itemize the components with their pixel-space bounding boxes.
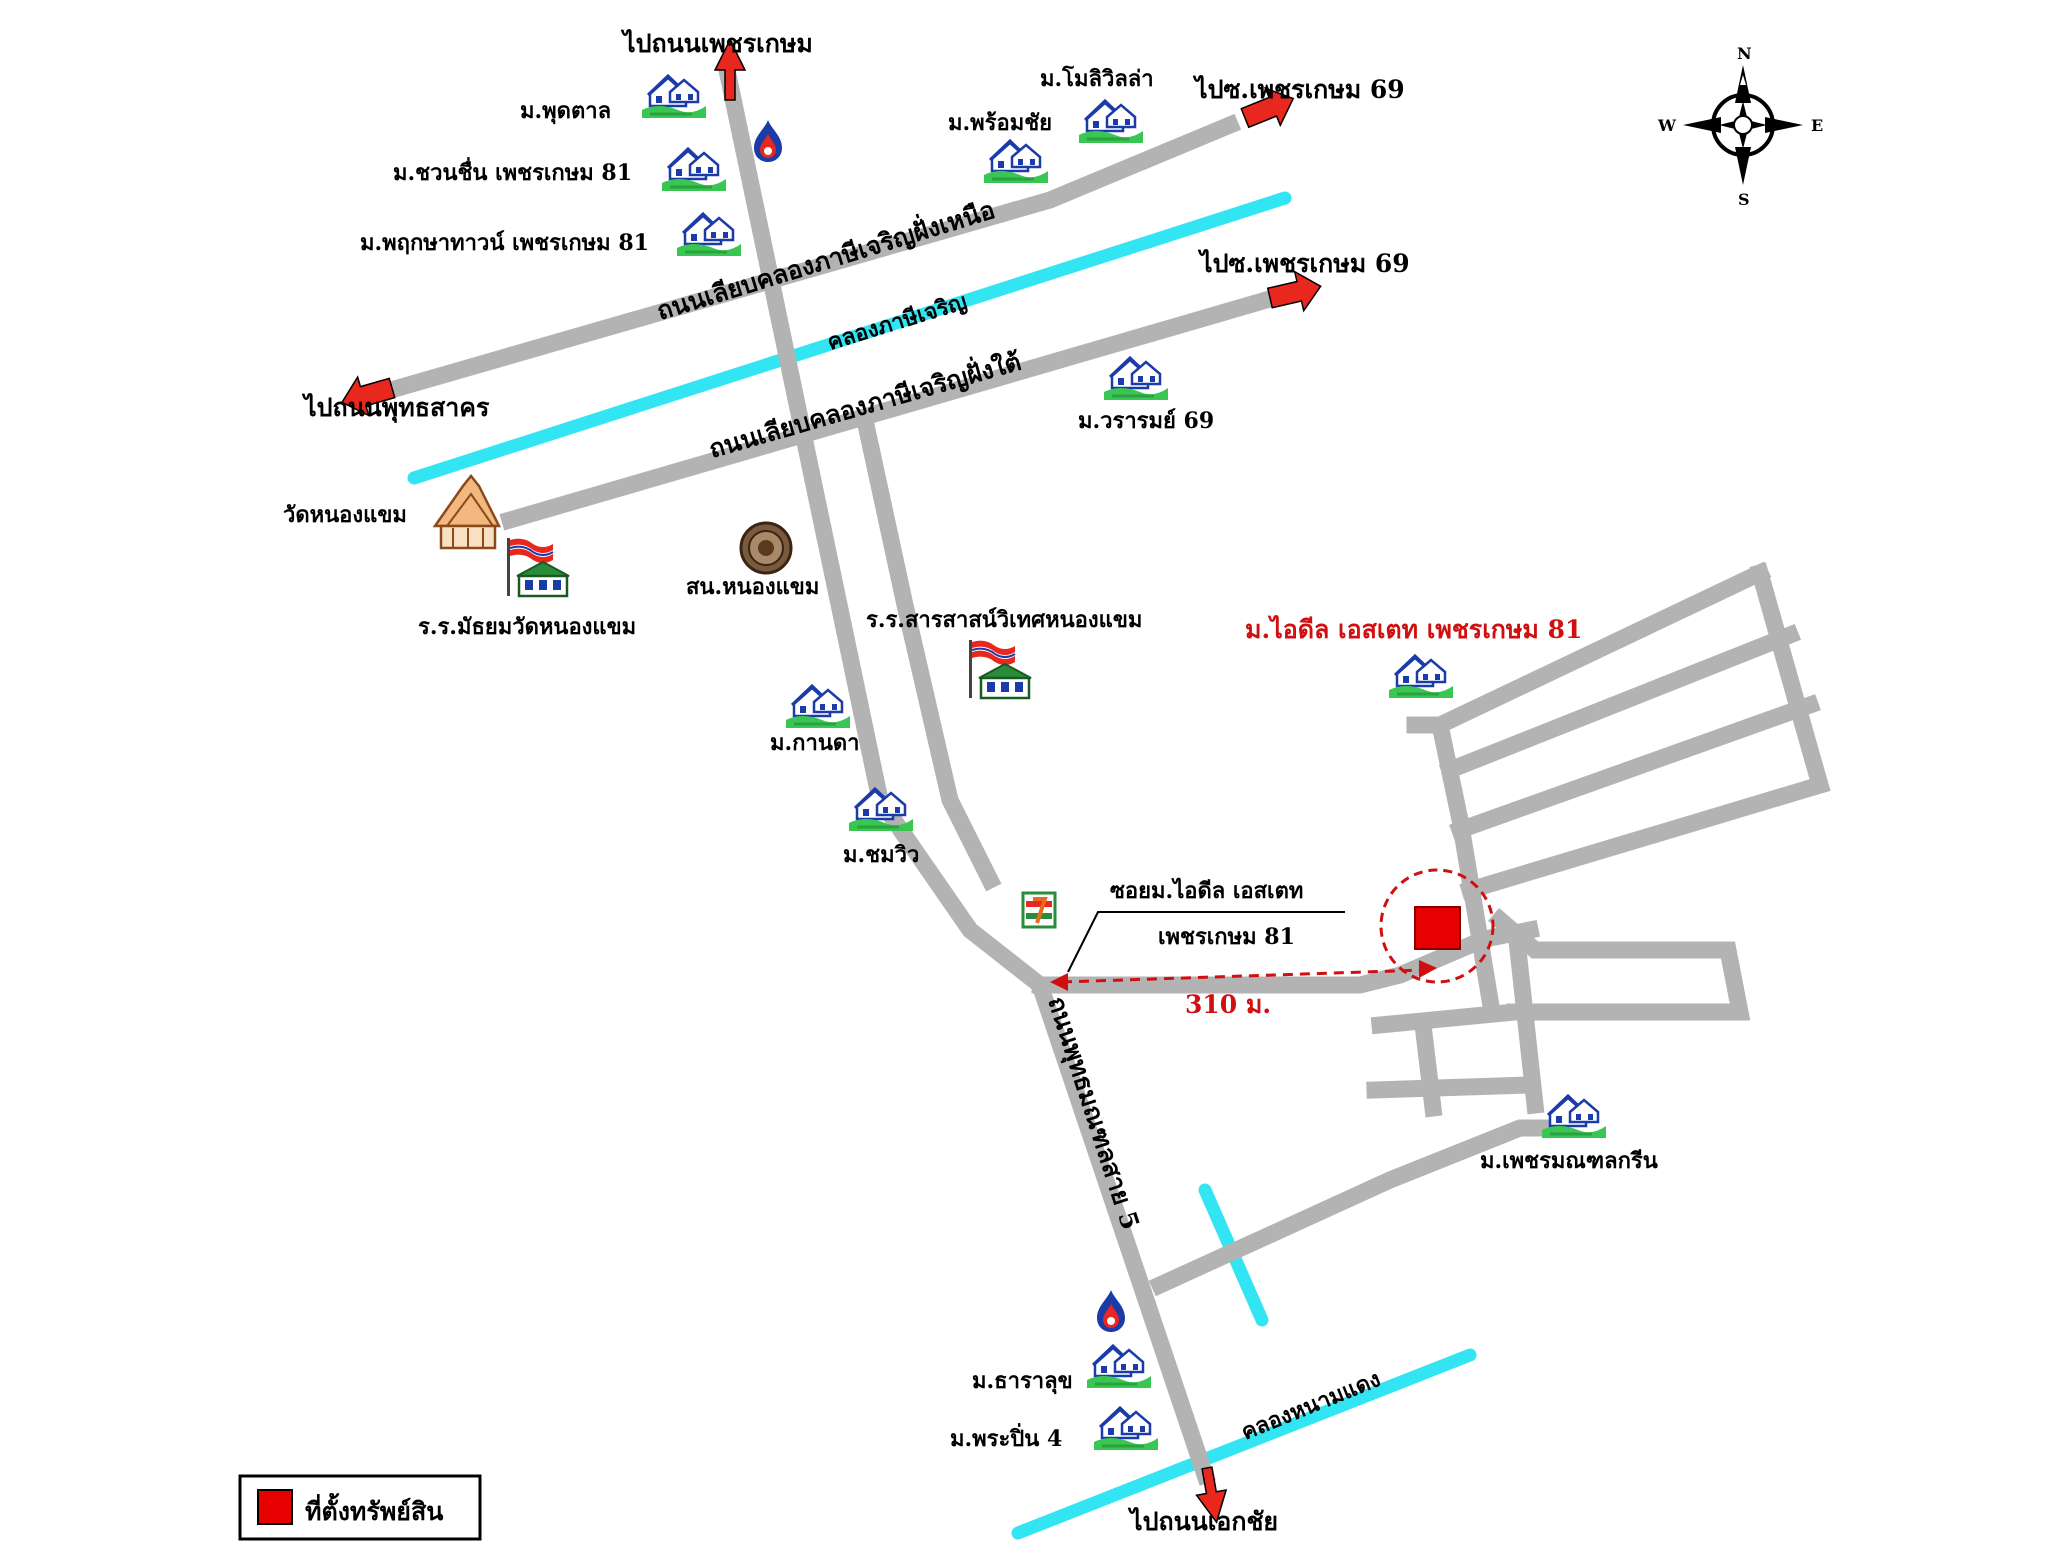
label-canal-nam-daeng: คลองหนามแดง (1238, 1366, 1385, 1445)
label-mb-phromchai: ม.พร้อมชัย (948, 110, 1052, 136)
house-icon (982, 139, 1050, 185)
label-school-sarasas: ร.ร.สารสาสน์วิเทศหนองแขม (866, 607, 1142, 633)
label-soi-ideal-2: เพชรเกษม 81 (1158, 924, 1295, 950)
label-mb-phutthan: ม.พุดตาล (520, 98, 611, 125)
house-icon (1387, 654, 1455, 700)
house-icon (660, 147, 728, 193)
label-district-office: สน.หนองแขม (686, 574, 819, 600)
legend: ที่ตั้งทรัพย์สิน (238, 1474, 482, 1541)
compass-s: S (1738, 190, 1750, 209)
arrow-to-phutthasakhon (340, 375, 396, 417)
label-distance: 310 ม. (1185, 990, 1271, 1019)
label-mb-phrapin: ม.พระปิ่น 4 (950, 1422, 1062, 1452)
distance-marker (1050, 960, 1437, 991)
temple-icon (432, 473, 502, 550)
compass-n: N (1737, 44, 1752, 63)
label-mb-kanda: ม.กานดา (770, 730, 860, 756)
soi-label-leader (1067, 911, 1345, 973)
compass-e: E (1811, 116, 1823, 135)
house-icon (1540, 1094, 1608, 1140)
house-icon (1077, 99, 1145, 145)
school-icon (967, 638, 1033, 700)
road-main-phutthamonthon (717, 64, 1216, 1486)
label-canal-phasi-charoen: คลองภาษีเจริญ (824, 289, 970, 356)
compass-rose: N S E W (1657, 44, 1823, 209)
road-secondary-west (855, 414, 1002, 892)
gas-station-icon (1097, 1290, 1125, 1332)
label-mb-chatluang: ม.ธาราลุข (972, 1368, 1073, 1395)
label-mb-chuan-chuen: ม.ชวนชื่น เพชรเกษม 81 (393, 156, 632, 186)
label-road-main: ถนนพุทธมณฑลสาย 5 (1040, 993, 1145, 1234)
house-icon (847, 787, 915, 833)
gas-station-icon (754, 120, 782, 162)
house-icon (640, 74, 708, 120)
label-soi-ideal-1: ซอยม.ไอดีล เอสเตท (1110, 877, 1303, 904)
road-phet-monthon (1148, 1119, 1569, 1297)
label-wat-nong-khaem: วัดหนองแขม (283, 502, 407, 528)
label-mb-phruksa-town: ม.พฤกษาทาวน์ เพชรเกษม 81 (360, 230, 649, 256)
house-icon (1102, 356, 1170, 402)
label-to-soi-69-top: ไปซ.เพชรเกษม 69 (1192, 74, 1405, 104)
label-school-matthayom: ร.ร.มัธยมวัดหนองแขม (418, 614, 636, 640)
estate-road-grid (1366, 561, 1831, 1118)
label-to-ekkachai: ไปถนนเอกชัย (1127, 1506, 1278, 1536)
road-canal-north (387, 113, 1242, 399)
school-icon (505, 536, 571, 598)
road-soi-ideal-estate (1031, 934, 1480, 994)
label-to-phutthasakhon: ไปถนนพุทธสาคร (301, 392, 490, 424)
police-station-icon (739, 521, 793, 575)
house-icon (784, 684, 852, 730)
arrow-to-soi-69-top (1240, 86, 1295, 129)
house-icon (1092, 1406, 1160, 1452)
property-location-marker (1379, 868, 1495, 984)
road-canal-south (499, 285, 1291, 531)
arrow-to-phetkasem-north (713, 38, 747, 101)
label-mb-chomwiw: ม.ชมวิว (843, 842, 919, 868)
seven-eleven-icon (1021, 891, 1057, 929)
label-to-phetkasem: ไปถนนเพชรเกษม (620, 28, 813, 58)
label-to-soi-69-mid: ไปซ.เพชรเกษม 69 (1197, 248, 1410, 278)
label-mb-monte-villa: ม.โมลิวิลล่า (1040, 65, 1154, 92)
legend-label: ที่ตั้งทรัพย์สิน (305, 1492, 443, 1526)
arrow-to-soi-69-mid (1266, 270, 1322, 313)
house-icon (675, 212, 743, 258)
house-icon (1085, 1344, 1153, 1390)
label-mb-ideal-estate: ม.ไอดีล เอสเตท เพชรเกษม 81 (1245, 614, 1582, 644)
label-mb-phet-monthon: ม.เพชรมณฑลกรีน (1480, 1148, 1658, 1174)
compass-w: W (1657, 116, 1677, 135)
canal-phasi-charoen (407, 191, 1292, 485)
arrow-to-ekkachai (1195, 1466, 1228, 1524)
canal-nam-daeng (1011, 1348, 1477, 1540)
label-mb-waraporn: ม.วรารมย์ 69 (1078, 408, 1214, 434)
